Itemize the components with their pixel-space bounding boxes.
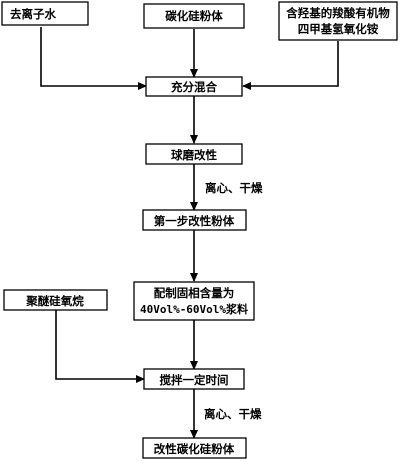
node-additives-line2: 四甲基氢氧化铵 (298, 22, 379, 36)
node-full-mixing: 充分混合 (145, 76, 243, 97)
node-slurry-line1: 配制固相含量为 (154, 286, 235, 300)
node-slurry-line2: 40Vol%-60Vol%浆料 (140, 302, 248, 316)
node-polysiloxane: 聚醚硅氧烷 (3, 289, 108, 311)
node-ball-milling: 球磨改性 (145, 143, 243, 165)
connectors (40, 27, 339, 439)
node-deionized-water: 去离子水 (1, 1, 89, 26)
edge-polysiloxane-to-stirring (55, 310, 145, 383)
node-first-step-powder-label: 第一步改性粉体 (154, 214, 235, 228)
edge-label-centrifuge-dry-1: 离心、干燥 (205, 181, 263, 195)
node-stirring-label: 搅拌一定时间 (160, 373, 229, 387)
node-polysiloxane-label: 聚醚硅氧烷 (25, 294, 84, 308)
node-ball-milling-label: 球磨改性 (171, 148, 217, 162)
edge-water-to-mixing (40, 27, 147, 90)
node-deionized-water-label: 去离子水 (10, 7, 56, 21)
edge-label-centrifuge-dry-2: 离心、干燥 (204, 407, 262, 421)
node-modified-sic-powder-label: 改性碳化硅粉体 (154, 442, 235, 456)
node-slurry: 配制固相含量为 40Vol%-60Vol%浆料 (133, 281, 255, 321)
node-sic-powder: 碳化硅粉体 (143, 3, 245, 29)
node-full-mixing-label: 充分混合 (171, 80, 217, 94)
node-stirring: 搅拌一定时间 (143, 368, 245, 390)
node-additives-line1: 含羟基的羧酸有机物 (285, 6, 390, 20)
node-modified-sic-powder: 改性碳化硅粉体 (142, 437, 247, 459)
node-additives: 含羟基的羧酸有机物 四甲基氢氧化铵 (278, 1, 398, 41)
node-first-step-powder: 第一步改性粉体 (142, 209, 247, 231)
node-sic-powder-label: 碳化硅粉体 (165, 9, 223, 23)
edge-additive-to-mixing (242, 41, 339, 90)
